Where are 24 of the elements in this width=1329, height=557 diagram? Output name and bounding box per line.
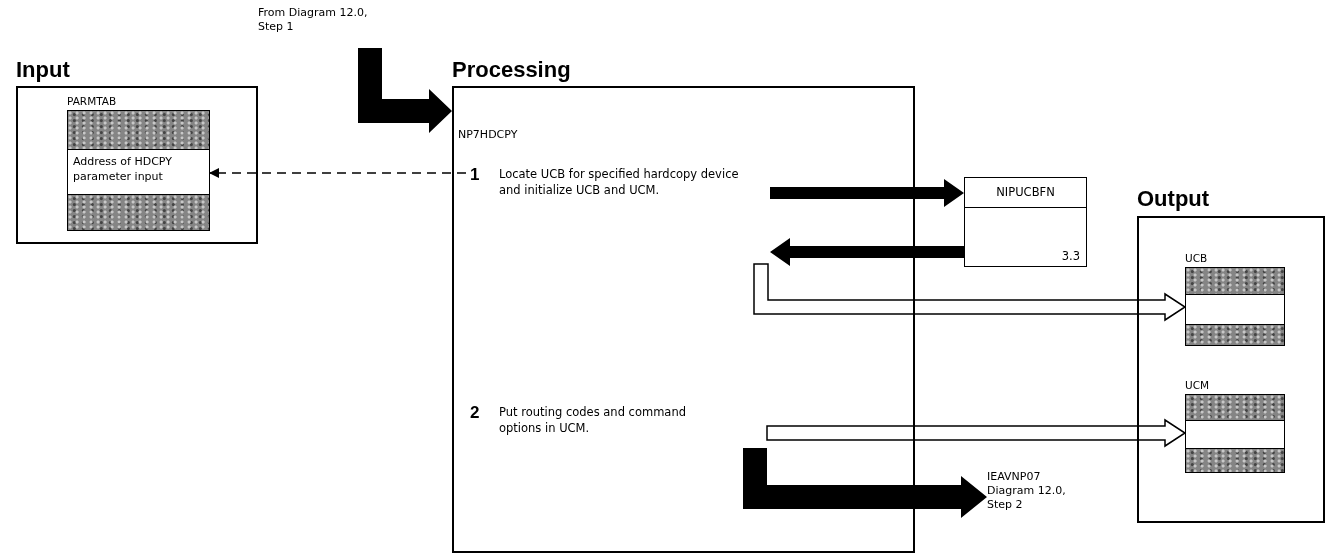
hollow-arrow xyxy=(766,418,1187,448)
thick-arrow xyxy=(770,179,964,207)
step-text: Locate UCB for specified hardcopy device and initialize UCB and UCM. xyxy=(499,166,739,198)
connector-text: From Diagram 12.0, Step 1 xyxy=(258,6,368,34)
module-name: NIPUCBFN xyxy=(965,178,1086,208)
dashed-arrow xyxy=(209,168,467,178)
step-number: 2 xyxy=(470,404,480,422)
module-box xyxy=(964,177,1087,267)
table-name: UCM xyxy=(1185,378,1211,393)
hollow-arrow xyxy=(753,263,1187,322)
panel-heading: Input xyxy=(16,56,70,84)
step-text: Put routing codes and command options in UCM. xyxy=(499,404,687,436)
step-number: 1 xyxy=(470,166,480,184)
module-label: NP7HDCPY xyxy=(458,128,518,142)
field-entry: Address of HDCPY parameter input xyxy=(68,149,209,195)
thick-arrow xyxy=(770,238,964,266)
panel-heading: Output xyxy=(1137,185,1210,213)
page-reference: 3.3 xyxy=(1061,249,1080,263)
panel-heading: Processing xyxy=(452,56,571,84)
thick-arrow xyxy=(358,48,452,133)
thick-arrow xyxy=(743,448,987,518)
connector-text: IEAVNP07 Diagram 12.0, Step 2 xyxy=(987,470,1067,512)
table-name: UCB xyxy=(1185,251,1209,266)
table-name: PARMTAB xyxy=(67,94,118,109)
